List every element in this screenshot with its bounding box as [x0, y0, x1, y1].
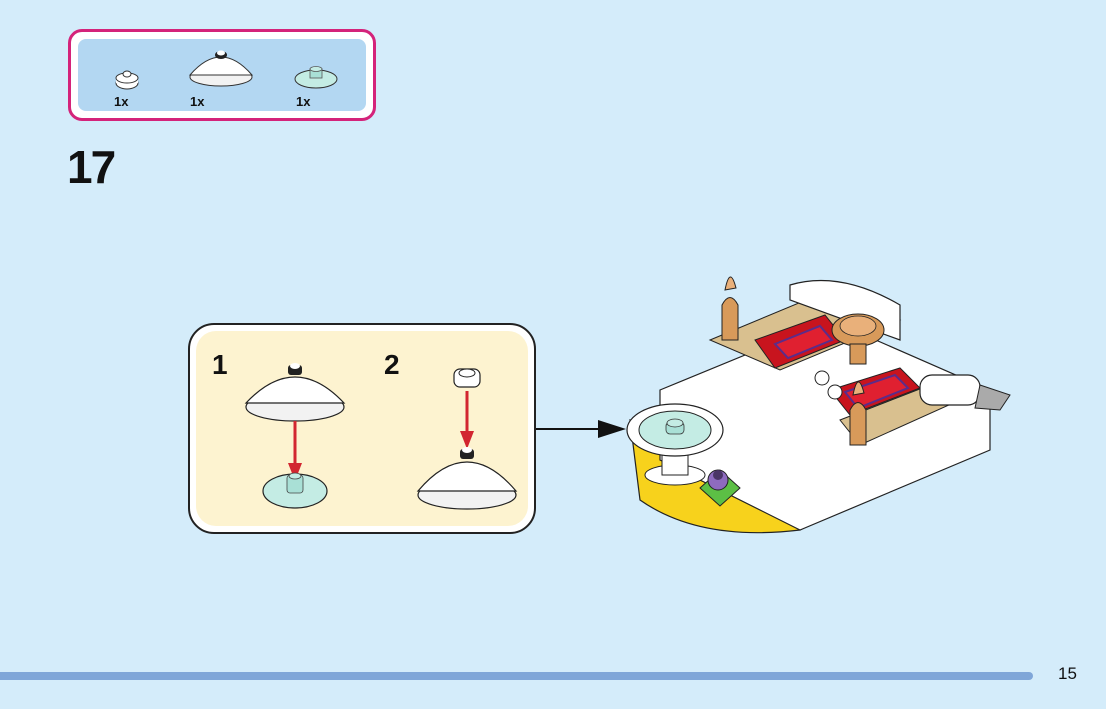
dish-aqua-icon — [294, 66, 338, 89]
parts-list-inner: 1x 1x 1x — [78, 39, 366, 111]
sub-step-1-illustration — [244, 363, 346, 509]
round-plate-icon — [115, 70, 139, 90]
part-qty: 1x — [114, 94, 129, 109]
parts-list-box: 1x 1x 1x — [68, 29, 376, 121]
step-number: 17 — [67, 141, 116, 193]
sub-step-label: 2 — [384, 349, 400, 380]
sub-step-2-illustration — [416, 368, 518, 510]
part-qty: 1x — [296, 94, 311, 109]
sub-assembly-box: 1 2 — [188, 323, 536, 534]
progress-bar — [0, 672, 1033, 680]
part-qty: 1x — [190, 94, 205, 109]
model-illustration — [626, 276, 1011, 534]
dish-white-icon — [188, 50, 254, 87]
callout-arrow — [536, 428, 606, 430]
arrow-head-icon — [598, 420, 626, 438]
sub-step-label: 1 — [212, 349, 228, 380]
page-number: 15 — [1058, 664, 1077, 683]
sub-assembly-inner: 1 2 — [196, 331, 528, 526]
